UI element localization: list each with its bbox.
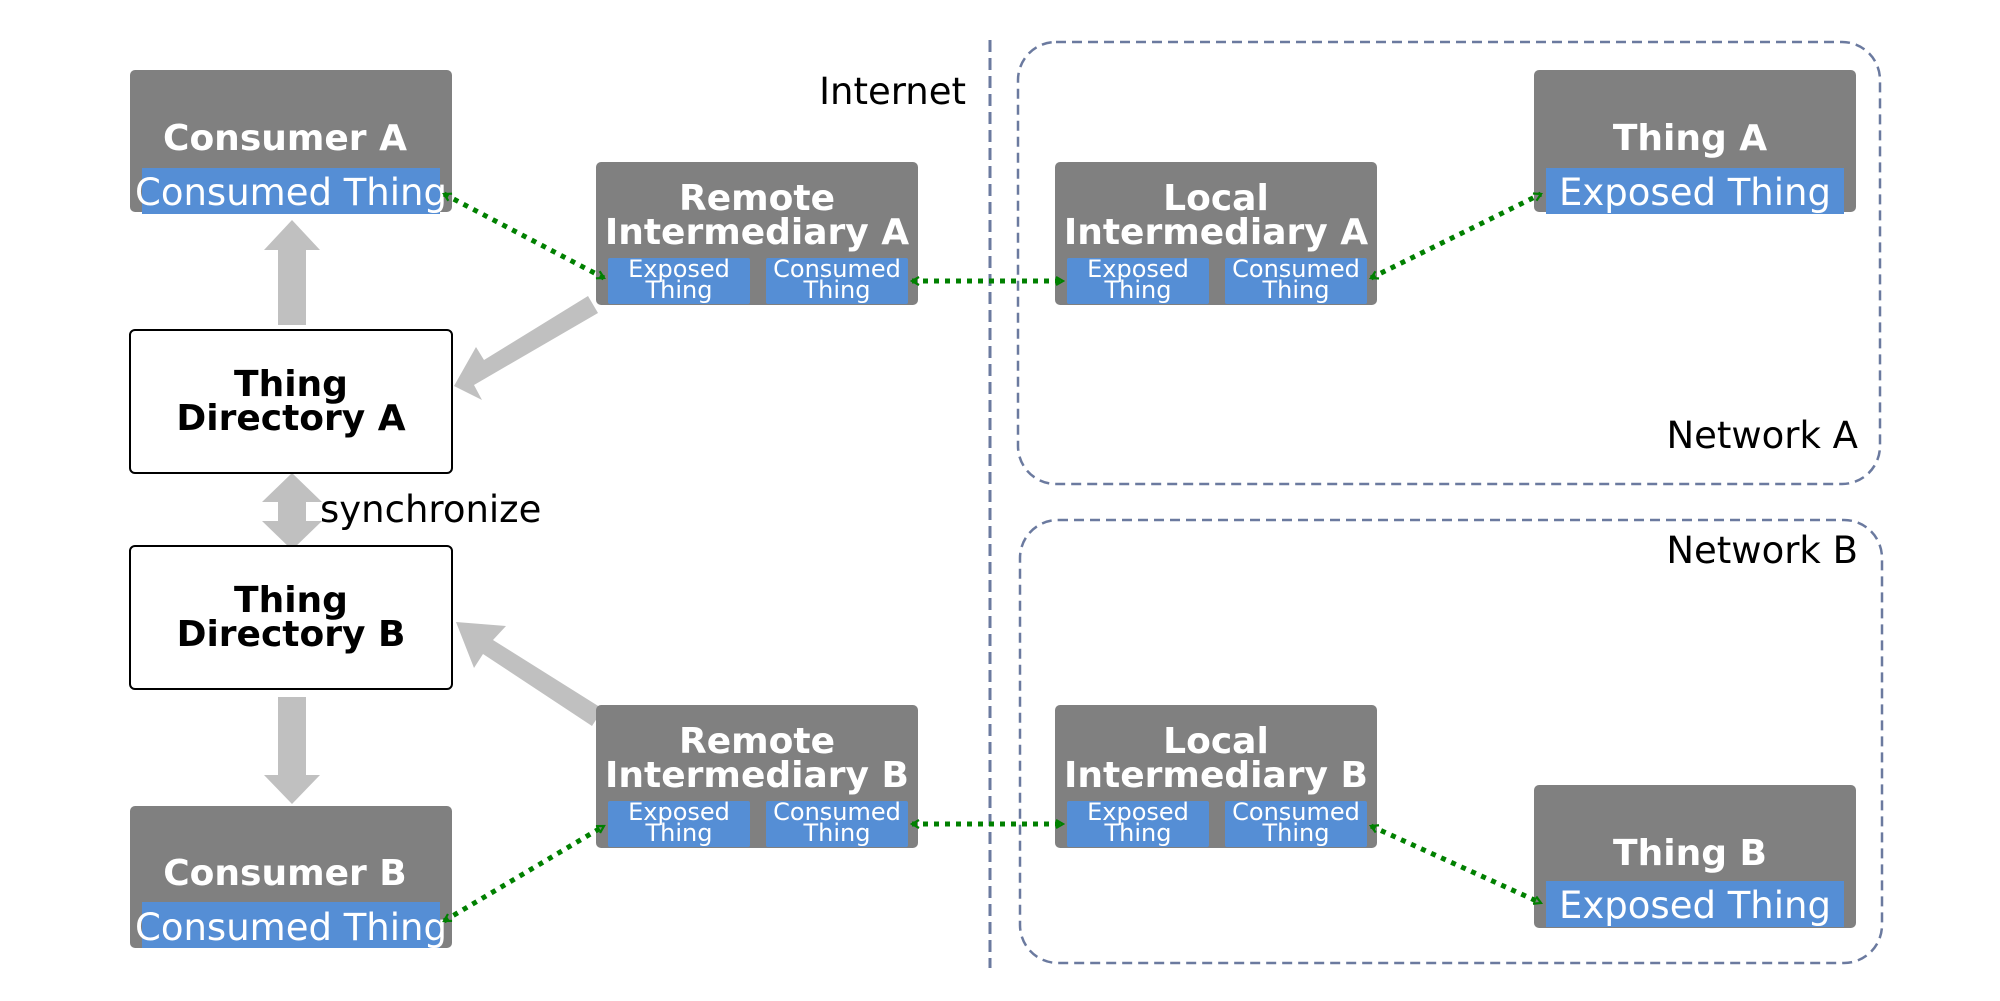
thing-a: Thing A Exposed Thing [1534, 70, 1856, 214]
consumer-a: Consumer A Consumed Thing [130, 70, 452, 214]
remote-intermediary-b: Remote Intermediary B Exposed Thing Cons… [596, 705, 918, 848]
remote-b-consumed-line1: Consumed [773, 798, 901, 826]
remote-b-exposed-thing [608, 801, 750, 847]
remote-b-consumed-thing [766, 801, 908, 847]
directory-b-line1: Thing [234, 580, 348, 621]
local-a-exposed-line2: Thing [1104, 276, 1172, 304]
remote-b-consumed-line2: Thing [803, 819, 871, 847]
synchronize-label: synchronize [320, 488, 541, 531]
remote-a-exposed-thing [608, 258, 750, 304]
thing-a-title: Thing A [1613, 118, 1767, 159]
arrow-directory-to-consumer-b [264, 697, 320, 804]
remote-a-consumed-line2: Thing [803, 276, 871, 304]
directory-a-line2: Directory A [176, 398, 405, 439]
internet-label: Internet [819, 70, 966, 113]
local-b-consumed-line2: Thing [1262, 819, 1330, 847]
network-a-region [1016, 40, 1882, 486]
remote-a-consumed-thing [766, 258, 908, 304]
remote-a-consumed-line1: Consumed [773, 255, 901, 283]
directory-a-line1: Thing [234, 364, 348, 405]
network-b-label: Network B [1666, 529, 1858, 572]
network-b-region [1018, 518, 1884, 965]
sync-arrow [262, 473, 322, 550]
consumer-b-title: Consumer B [163, 853, 407, 894]
thing-b-title: Thing B [1613, 833, 1767, 874]
link-local-a-thing-a [1371, 191, 1541, 281]
thing-directory-a: Thing Directory A [129, 329, 453, 474]
remote-a-exposed-line2: Thing [645, 276, 713, 304]
thing-a-exposed-thing: Exposed Thing [1559, 171, 1831, 214]
remote-a-exposed-line1: Exposed [628, 255, 730, 283]
remote-a-line1: Remote [679, 178, 835, 219]
link-consumer-a-remote-a [444, 191, 604, 281]
arrow-directory-to-consumer-a [264, 220, 320, 325]
remote-b-line2: Intermediary B [605, 755, 909, 796]
consumer-b: Consumer B Consumed Thing [130, 806, 452, 949]
local-a-line1: Local [1163, 178, 1269, 219]
local-intermediary-b: Local Intermediary B Exposed Thing Consu… [1055, 705, 1377, 848]
local-a-consumed-line2: Thing [1262, 276, 1330, 304]
link-consumer-b-remote-b [444, 823, 604, 924]
thing-b-exposed-thing: Exposed Thing [1559, 884, 1831, 927]
arrow-remote-b-to-directory-b [456, 622, 603, 726]
remote-b-exposed-line1: Exposed [628, 798, 730, 826]
consumer-a-title: Consumer A [163, 118, 407, 159]
local-intermediary-a: Local Intermediary A Exposed Thing Consu… [1055, 162, 1377, 305]
arrow-remote-a-to-directory-a [454, 296, 598, 400]
thing-b: Thing B Exposed Thing [1534, 785, 1856, 928]
local-a-exposed-thing [1067, 258, 1209, 304]
directory-b-line2: Directory B [177, 614, 406, 655]
local-b-consumed-thing [1225, 801, 1367, 847]
remote-b-exposed-line2: Thing [645, 819, 713, 847]
remote-b-line1: Remote [679, 721, 835, 762]
thing-directory-b: Thing Directory B [129, 545, 453, 690]
local-b-exposed-thing [1067, 801, 1209, 847]
link-local-b-thing-b [1371, 823, 1541, 906]
local-b-exposed-line2: Thing [1104, 819, 1172, 847]
local-b-line1: Local [1163, 721, 1269, 762]
network-a-label: Network A [1666, 414, 1858, 457]
local-a-line2: Intermediary A [1064, 212, 1368, 253]
consumer-b-consumed-thing: Consumed Thing [135, 906, 447, 949]
local-a-consumed-line1: Consumed [1232, 255, 1360, 283]
local-a-consumed-thing [1225, 258, 1367, 304]
local-b-line2: Intermediary B [1064, 755, 1368, 796]
consumer-a-consumed-thing: Consumed Thing [135, 171, 447, 214]
local-b-exposed-line1: Exposed [1087, 798, 1189, 826]
remote-intermediary-a: Remote Intermediary A Exposed Thing Cons… [596, 162, 918, 305]
local-a-exposed-line1: Exposed [1087, 255, 1189, 283]
local-b-consumed-line1: Consumed [1232, 798, 1360, 826]
remote-a-line2: Intermediary A [605, 212, 909, 253]
